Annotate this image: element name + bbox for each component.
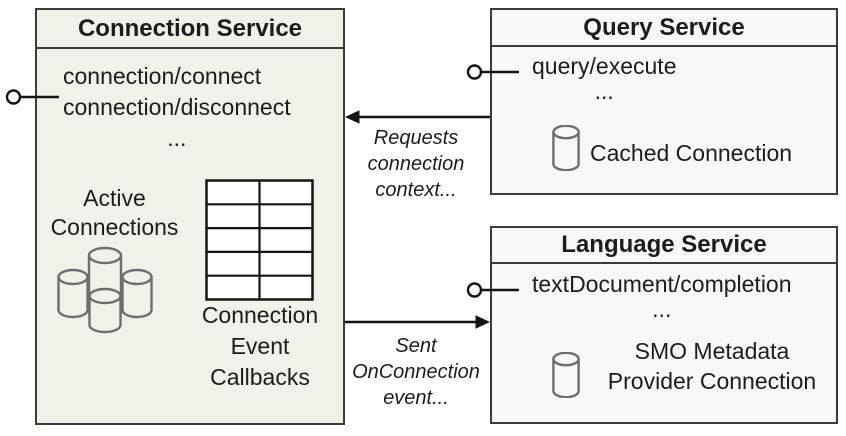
database-icon	[552, 125, 580, 171]
query-service-methods: query/execute ...	[532, 54, 676, 104]
language-service-title: Language Service	[492, 228, 836, 264]
annotation-line: OnConnection	[352, 361, 480, 383]
method-query-execute: query/execute	[532, 53, 677, 79]
query-service-box: Query Service query/execute ... Cached C…	[490, 8, 838, 195]
query-service-title: Query Service	[492, 10, 836, 47]
provider-label-line: Provider Connection	[607, 368, 817, 394]
callbacks-line: Event	[230, 333, 290, 359]
cylinder-front-center	[88, 287, 122, 334]
smo-metadata-provider-label: SMO Metadata Provider Connection	[594, 336, 830, 396]
arrow-requests-connection-context	[345, 110, 490, 124]
language-service-methods: textDocument/completion ...	[532, 272, 792, 322]
connection-service-title: Connection Service	[37, 10, 343, 49]
database-icon	[552, 352, 580, 398]
cylinder-right	[121, 268, 153, 319]
connection-service-box: Connection Service connection/connect co…	[35, 8, 345, 425]
method-connection-disconnect: connection/disconnect	[63, 94, 291, 120]
cached-connection-label: Cached Connection	[590, 139, 793, 166]
active-connections-line: Connections	[50, 214, 179, 240]
arrow-sent-onconnection-event	[345, 315, 490, 329]
annotation-line: connection	[367, 153, 465, 175]
callbacks-line: Connection	[201, 302, 319, 328]
connection-event-callbacks-label: Connection Event Callbacks	[187, 300, 333, 393]
method-textdocument-completion: textDocument/completion	[532, 271, 792, 297]
connection-service-methods: connection/connect connection/disconnect…	[63, 61, 291, 154]
requests-connection-context-label: Requests connection context...	[352, 125, 480, 203]
method-connection-connect: connection/connect	[63, 63, 262, 89]
annotation-line: Requests	[373, 127, 459, 149]
cylinder-left	[57, 268, 89, 319]
callbacks-line: Callbacks	[210, 364, 310, 390]
annotation-line: Sent	[395, 335, 437, 357]
table-icon	[205, 179, 314, 301]
active-connections-line: Active	[83, 185, 146, 211]
language-service-box: Language Service textDocument/completion…	[490, 226, 838, 424]
methods-ellipsis: ...	[594, 78, 614, 104]
annotation-line: event...	[383, 387, 449, 409]
sent-onconnection-event-label: Sent OnConnection event...	[352, 333, 480, 411]
methods-ellipsis: ...	[652, 296, 672, 322]
annotation-line: context...	[375, 179, 457, 201]
active-connections-label: Active Connections	[47, 184, 182, 242]
database-cluster-icon	[57, 246, 153, 334]
provider-label-line: SMO Metadata	[634, 338, 790, 364]
methods-ellipsis: ...	[167, 125, 187, 151]
